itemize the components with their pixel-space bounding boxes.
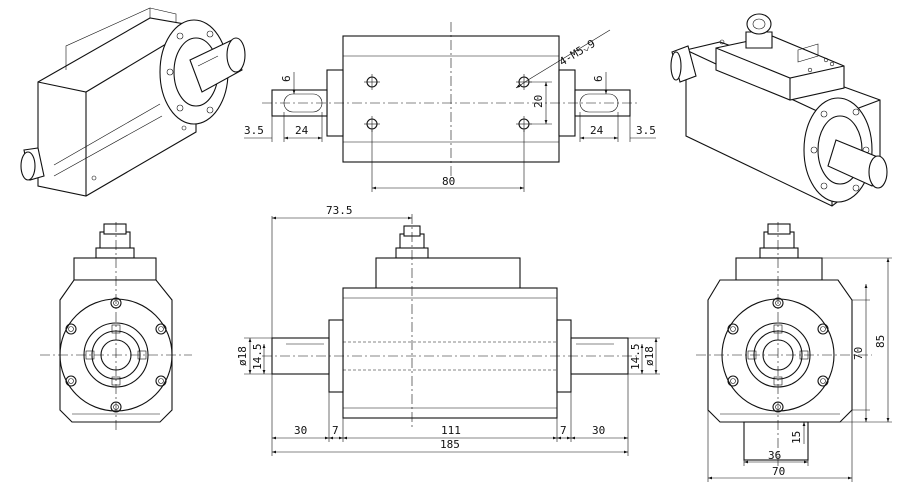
- dim-hole-pitch-v: 20: [532, 95, 545, 108]
- dim-step-right: 7: [560, 424, 567, 437]
- right-side-view: 70 85 15 36 70: [696, 222, 892, 482]
- dim-key-left: 14.5: [251, 344, 264, 371]
- left-side-view: [40, 222, 192, 430]
- dim-key-len-left: 24: [295, 124, 309, 137]
- dim-hole-pitch-h: 80: [442, 175, 455, 188]
- top-view: 4-M5⌵9 6 6 20 80 3.5 24 24 3.5: [244, 22, 656, 192]
- dim-key-right: 14.5: [629, 344, 642, 371]
- dim-offset-right: 3.5: [636, 124, 656, 137]
- dim-key-height-right: 6: [592, 75, 605, 82]
- dim-center-height: 70: [852, 347, 865, 360]
- front-view: 73.5 ø18 14.5 14.5 ø18 30 7 111 7 30 185: [236, 204, 660, 456]
- dim-foot-width: 36: [768, 449, 781, 462]
- dim-key-len-right: 24: [590, 124, 604, 137]
- dim-offset-left: 3.5: [244, 124, 264, 137]
- dim-foot-height: 15: [790, 431, 803, 444]
- dim-total: 185: [440, 438, 460, 451]
- mount-holes: [364, 74, 532, 132]
- dim-center: 73.5: [326, 204, 353, 217]
- dim-shaft-right: 30: [592, 424, 605, 437]
- iso-view-left: [20, 7, 246, 197]
- dim-shaft-dia-left: ø18: [236, 346, 249, 366]
- dim-shaft-dia-right: ø18: [643, 346, 656, 366]
- dim-shaft-left: 30: [294, 424, 307, 437]
- dim-body: 111: [441, 424, 461, 437]
- iso-view-right: [670, 13, 888, 207]
- dim-step-left: 7: [332, 424, 339, 437]
- thread-callout: 4-M5⌵9: [557, 37, 598, 69]
- dim-key-height-left: 6: [280, 75, 293, 82]
- dim-width: 70: [772, 465, 785, 478]
- dim-total-height: 85: [874, 335, 887, 348]
